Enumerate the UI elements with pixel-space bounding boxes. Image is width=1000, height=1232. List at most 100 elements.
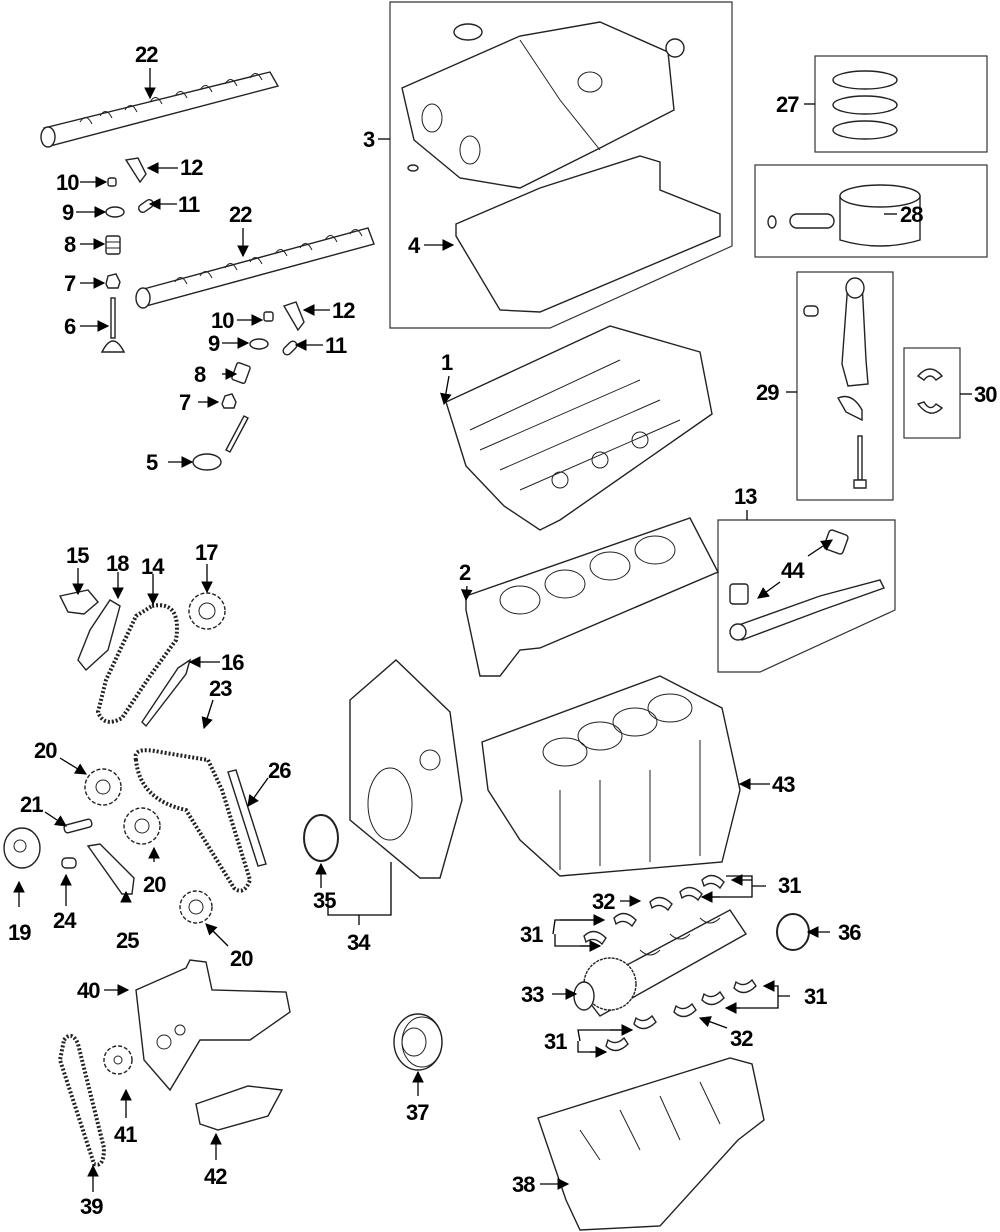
callout-31-c[interactable]: 31 bbox=[804, 984, 828, 1009]
spring-seat-lower[interactable] bbox=[249, 338, 269, 350]
crankshaft-pulley[interactable] bbox=[393, 1013, 443, 1071]
camshaft-upper[interactable] bbox=[40, 71, 280, 148]
callout-31-b[interactable]: 31 bbox=[520, 922, 544, 947]
callout-35[interactable]: 35 bbox=[313, 888, 337, 913]
timing-cover[interactable] bbox=[349, 659, 463, 879]
exhaust-valve[interactable] bbox=[192, 415, 249, 471]
callout-21[interactable]: 21 bbox=[20, 792, 44, 817]
callout-28[interactable]: 28 bbox=[900, 202, 924, 227]
callout-13[interactable]: 13 bbox=[734, 484, 758, 509]
callout-17[interactable]: 17 bbox=[195, 540, 219, 565]
chain-guide-16[interactable] bbox=[141, 658, 192, 728]
callout-11-upper[interactable]: 11 bbox=[178, 192, 201, 217]
connecting-rod[interactable] bbox=[803, 277, 869, 489]
callout-44[interactable]: 44 bbox=[781, 558, 806, 583]
callout-39[interactable]: 39 bbox=[80, 1194, 104, 1219]
callout-5[interactable]: 5 bbox=[146, 450, 159, 475]
callout-6[interactable]: 6 bbox=[64, 314, 77, 339]
valve-stem-seal-upper[interactable] bbox=[105, 273, 121, 289]
callout-27[interactable]: 27 bbox=[776, 92, 800, 117]
tensioner-rail[interactable] bbox=[86, 843, 135, 895]
tensioner-guide[interactable] bbox=[77, 599, 121, 672]
camshaft-adjuster-upper[interactable] bbox=[84, 768, 122, 806]
front-seal[interactable] bbox=[303, 814, 339, 862]
valve-keeper-upper[interactable] bbox=[107, 177, 117, 187]
spring-seat-upper[interactable] bbox=[105, 206, 125, 218]
oil-pump-sprocket[interactable] bbox=[103, 1045, 133, 1075]
piston[interactable] bbox=[767, 184, 921, 247]
callout-24[interactable]: 24 bbox=[53, 908, 78, 933]
callout-8-lower[interactable]: 8 bbox=[194, 362, 207, 387]
rocker-arm-upper[interactable] bbox=[124, 157, 147, 184]
engine-block[interactable] bbox=[481, 675, 741, 877]
callout-7-upper[interactable]: 7 bbox=[64, 271, 77, 296]
valve-spring-upper[interactable] bbox=[105, 235, 121, 255]
callout-8-upper[interactable]: 8 bbox=[64, 232, 77, 257]
callout-38[interactable]: 38 bbox=[512, 1172, 536, 1197]
callout-32-b[interactable]: 32 bbox=[730, 1026, 754, 1051]
callout-43[interactable]: 43 bbox=[772, 772, 796, 797]
callout-10-upper[interactable]: 10 bbox=[56, 170, 80, 195]
rod-bearings[interactable] bbox=[916, 368, 944, 414]
camshaft-adjuster-lower[interactable] bbox=[123, 807, 161, 845]
callout-36[interactable]: 36 bbox=[838, 920, 862, 945]
balance-shaft-assembly[interactable] bbox=[729, 529, 885, 641]
main-bearings[interactable] bbox=[583, 874, 757, 1052]
callout-30[interactable]: 30 bbox=[974, 382, 998, 407]
valve-cover[interactable] bbox=[401, 21, 685, 189]
callout-11-lower[interactable]: 11 bbox=[325, 333, 348, 358]
callout-14[interactable]: 14 bbox=[141, 554, 166, 579]
callout-2[interactable]: 2 bbox=[459, 560, 472, 585]
callout-32-a[interactable]: 32 bbox=[592, 889, 616, 914]
callout-29[interactable]: 29 bbox=[756, 380, 780, 405]
chain-tensioner[interactable] bbox=[58, 589, 99, 615]
tensioner-plunger[interactable] bbox=[61, 857, 77, 869]
callout-10-lower[interactable]: 10 bbox=[211, 308, 235, 333]
callout-7-lower[interactable]: 7 bbox=[179, 390, 192, 415]
callout-26[interactable]: 26 bbox=[268, 758, 292, 783]
callout-20-upper[interactable]: 20 bbox=[34, 738, 58, 763]
callout-41[interactable]: 41 bbox=[114, 1122, 138, 1147]
lash-adjuster-upper[interactable] bbox=[137, 198, 155, 214]
callout-1[interactable]: 1 bbox=[441, 350, 454, 375]
oil-pan[interactable] bbox=[537, 1057, 765, 1231]
callout-33[interactable]: 33 bbox=[521, 982, 545, 1007]
rear-main-seal[interactable] bbox=[776, 913, 810, 951]
callout-34[interactable]: 34 bbox=[347, 930, 372, 955]
oil-pump[interactable] bbox=[135, 959, 291, 1092]
oil-pump-chain[interactable] bbox=[57, 1033, 107, 1167]
callout-12-upper[interactable]: 12 bbox=[180, 155, 204, 180]
piston-rings[interactable] bbox=[832, 70, 898, 140]
callout-23[interactable]: 23 bbox=[209, 676, 233, 701]
cylinder-head[interactable] bbox=[445, 325, 713, 531]
callout-31-a[interactable]: 31 bbox=[778, 873, 802, 898]
chain-guide-26[interactable] bbox=[227, 769, 267, 867]
callout-4[interactable]: 4 bbox=[408, 233, 422, 258]
callout-9-upper[interactable]: 9 bbox=[62, 200, 75, 225]
callout-22-lower[interactable]: 22 bbox=[229, 202, 253, 227]
intake-valve[interactable] bbox=[100, 297, 126, 353]
crankshaft[interactable] bbox=[573, 909, 748, 1017]
valve-cover-gasket[interactable] bbox=[455, 155, 721, 313]
callout-12-lower[interactable]: 12 bbox=[332, 298, 356, 323]
valve-keeper-lower[interactable] bbox=[263, 311, 274, 322]
oil-pickup[interactable] bbox=[195, 1085, 284, 1131]
control-valve[interactable] bbox=[63, 818, 93, 834]
lash-adjuster-lower[interactable] bbox=[282, 340, 299, 357]
callout-31-d[interactable]: 31 bbox=[544, 1029, 568, 1054]
callout-42[interactable]: 42 bbox=[204, 1164, 228, 1189]
callout-40[interactable]: 40 bbox=[77, 978, 101, 1003]
callout-19[interactable]: 19 bbox=[8, 920, 32, 945]
callout-20-middle[interactable]: 20 bbox=[143, 872, 167, 897]
callout-37[interactable]: 37 bbox=[406, 1100, 430, 1125]
valve-spring-lower[interactable] bbox=[231, 362, 251, 384]
callout-9-lower[interactable]: 9 bbox=[208, 331, 221, 356]
callout-22-upper[interactable]: 22 bbox=[135, 42, 159, 67]
valve-stem-seal-lower[interactable] bbox=[221, 393, 237, 409]
sprocket-17[interactable] bbox=[188, 592, 226, 630]
callout-20-lower[interactable]: 20 bbox=[230, 946, 254, 971]
camshaft-lower[interactable] bbox=[135, 227, 375, 309]
tensioner-19[interactable] bbox=[3, 827, 41, 869]
rocker-arm-lower[interactable] bbox=[282, 301, 305, 332]
head-gasket[interactable] bbox=[465, 517, 719, 677]
